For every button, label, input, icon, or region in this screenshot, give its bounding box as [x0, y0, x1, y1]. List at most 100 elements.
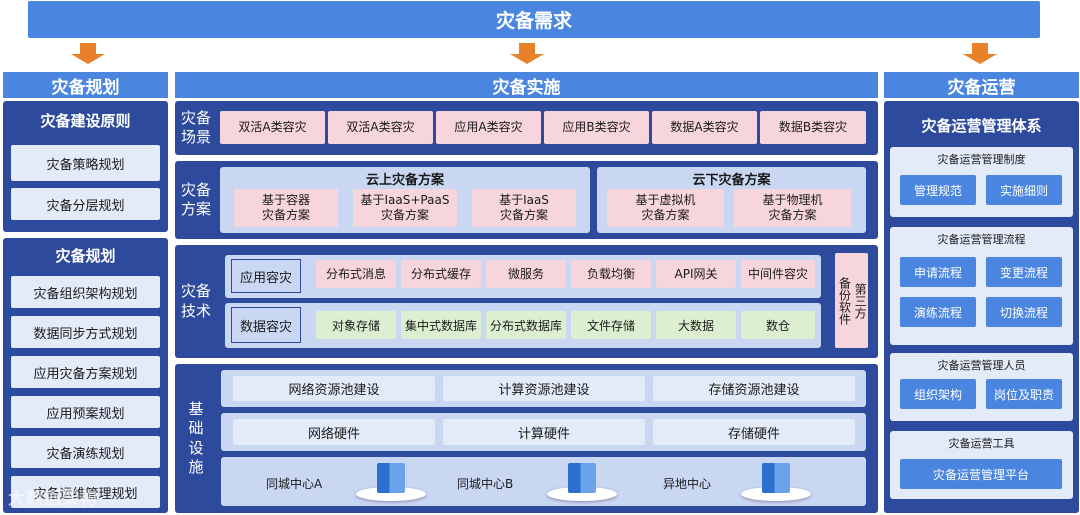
- building-icon: [377, 463, 405, 493]
- down-arrow-icon: [963, 43, 997, 64]
- plan-item: 数据同步方式规划: [11, 316, 160, 348]
- top-title-bar: 灾备需求: [28, 1, 1040, 38]
- principles-panel: 灾备建设原则 灾备策略规划 灾备分层规划: [3, 101, 168, 232]
- cloud-on-title: 云上灾备方案: [365, 172, 444, 188]
- column-header-label: 灾备规划: [51, 77, 120, 98]
- resource-pool-item: 计算资源池建设: [443, 376, 645, 401]
- cloud-on-item: 基于容器 灾备方案: [234, 189, 338, 227]
- hardware-item: 网络硬件: [233, 419, 435, 445]
- principles-title: 灾备建设原则: [40, 111, 131, 130]
- hardware-item: 存储硬件: [653, 419, 855, 445]
- app-dr-item: API网关: [656, 260, 736, 288]
- column-header-operation: 灾备运营: [884, 72, 1079, 98]
- cloud-on-item: 基于IaaS+PaaS 灾备方案: [353, 189, 457, 227]
- app-dr-item: 分布式消息: [316, 260, 396, 288]
- solution-label: 灾备 方案: [180, 180, 211, 219]
- app-dr-label: 应用容灾: [231, 259, 301, 293]
- process-item: 切换流程: [986, 297, 1062, 327]
- tools-item: 灾备运营管理平台: [900, 459, 1062, 489]
- resource-pool-item: 存储资源池建设: [653, 376, 855, 401]
- process-item: 变更流程: [986, 257, 1062, 287]
- top-title: 灾备需求: [495, 10, 572, 32]
- people-box: 灾备运营管理人员 组织架构 岗位及职责: [890, 353, 1073, 421]
- scenario-item: 数据A类容灾: [652, 111, 757, 144]
- scenario-item: 应用B类容灾: [544, 111, 649, 144]
- down-arrow-icon: [71, 43, 105, 64]
- process-box: 灾备运营管理流程 申请流程 变更流程 演练流程 切换流程: [890, 227, 1073, 345]
- app-dr-item: 微服务: [486, 260, 566, 288]
- data-dr-panel: 数据容灾 对象存储 集中式数据库 分布式数据库 文件存储 大数据 数仓: [225, 303, 821, 348]
- datacenter-label: 同城中心B: [457, 477, 514, 491]
- process-title: 灾备运营管理流程: [937, 233, 1026, 246]
- tech-label: 灾备 技术: [180, 282, 211, 320]
- principle-item: 灾备策略规划: [11, 145, 160, 181]
- platform-disk-icon: [741, 487, 811, 501]
- tech-panel: 灾备 技术 应用容灾 分布式消息 分布式缓存 微服务 负载均衡 API网关 中间…: [175, 245, 878, 358]
- data-dr-item: 对象存储: [316, 311, 396, 339]
- cloud-on-item: 基于IaaS 灾备方案: [472, 189, 576, 227]
- scenario-item: 双活A类容灾: [328, 111, 433, 144]
- solution-panel: 灾备 方案 云上灾备方案 基于容器 灾备方案 基于IaaS+PaaS 灾备方案 …: [175, 161, 878, 239]
- plan-item: 应用灾备方案规划: [11, 356, 160, 388]
- watermark: 大数据架构: [8, 489, 98, 509]
- platform-disk-icon: [547, 487, 617, 501]
- system-item: 管理规范: [900, 175, 976, 205]
- datacenter-label: 异地中心: [663, 477, 712, 491]
- operation-title: 灾备运营管理体系: [921, 116, 1042, 135]
- plan-item: 灾备组织架构规划: [11, 276, 160, 308]
- resource-pool-row: 网络资源池建设 计算资源池建设 存储资源池建设: [221, 370, 866, 407]
- tools-box: 灾备运营工具 灾备运营管理平台: [890, 431, 1073, 499]
- cloud-off-item: 基于物理机 灾备方案: [734, 189, 851, 227]
- process-item: 申请流程: [900, 257, 976, 287]
- app-dr-item: 分布式缓存: [401, 260, 481, 288]
- plan-item: 应用预案规划: [11, 396, 160, 428]
- principle-item: 灾备分层规划: [11, 188, 160, 220]
- plan-item: 灾备演练规划: [11, 436, 160, 468]
- operation-panel: 灾备运营管理体系 灾备运营管理制度 管理规范 实施细则 灾备运营管理流程 申请流…: [884, 101, 1079, 513]
- cloud-off-title: 云下灾备方案: [692, 172, 771, 188]
- resource-pool-item: 网络资源池建设: [233, 376, 435, 401]
- data-dr-item: 数仓: [741, 311, 815, 339]
- data-dr-item: 分布式数据库: [486, 311, 566, 339]
- platform-disk-icon: [356, 487, 426, 501]
- system-item: 实施细则: [986, 175, 1062, 205]
- plan-item: 灾备运维管理规划: [11, 476, 160, 508]
- scenario-item: 应用A类容灾: [436, 111, 541, 144]
- data-dr-item: 集中式数据库: [401, 311, 481, 339]
- people-item: 组织架构: [900, 379, 976, 409]
- scenario-panel: 灾备 场景 双活A类容灾 双活A类容灾 应用A类容灾 应用B类容灾 数据A类容灾…: [175, 101, 878, 155]
- data-dr-item: 文件存储: [571, 311, 651, 339]
- hardware-row: 网络硬件 计算硬件 存储硬件: [221, 413, 866, 451]
- scenario-item: 双活A类容灾: [220, 111, 325, 144]
- system-box: 灾备运营管理制度 管理规范 实施细则: [890, 147, 1073, 217]
- infra-label: 基 础 设 施: [188, 399, 204, 477]
- building-icon: [568, 463, 596, 493]
- app-dr-item: 中间件容灾: [741, 260, 815, 288]
- people-item: 岗位及职责: [986, 379, 1062, 409]
- people-title: 灾备运营管理人员: [937, 359, 1026, 372]
- column-header-implementation: 灾备实施: [175, 72, 878, 98]
- app-dr-panel: 应用容灾 分布式消息 分布式缓存 微服务 负载均衡 API网关 中间件容灾: [225, 255, 821, 298]
- data-dr-item: 大数据: [656, 311, 736, 339]
- system-title: 灾备运营管理制度: [937, 153, 1026, 166]
- down-arrow-icon: [510, 43, 544, 64]
- process-item: 演练流程: [900, 297, 976, 327]
- building-icon: [762, 463, 790, 493]
- datacenter-row: 同城中心A 同城中心B 异地中心: [221, 457, 866, 506]
- column-header-label: 灾备实施: [492, 77, 561, 98]
- cloud-on-panel: 云上灾备方案 基于容器 灾备方案 基于IaaS+PaaS 灾备方案 基于IaaS…: [220, 167, 590, 233]
- scenario-label: 灾备 场景: [180, 108, 211, 147]
- data-dr-label: 数据容灾: [231, 307, 301, 343]
- cloud-off-item: 基于虚拟机 灾备方案: [607, 189, 724, 227]
- tools-title: 灾备运营工具: [948, 437, 1015, 450]
- app-dr-item: 负载均衡: [571, 260, 651, 288]
- column-header-planning: 灾备规划: [3, 72, 168, 98]
- plan-panel: 灾备规划 灾备组织架构规划 数据同步方式规划 应用灾备方案规划 应用预案规划 灾…: [3, 238, 168, 513]
- plan-title: 灾备规划: [55, 246, 116, 265]
- hardware-item: 计算硬件: [443, 419, 645, 445]
- third-party-backup: 第三方 备份软件: [835, 253, 868, 348]
- cloud-off-panel: 云下灾备方案 基于虚拟机 灾备方案 基于物理机 灾备方案: [597, 167, 866, 233]
- datacenter-label: 同城中心A: [266, 477, 323, 491]
- column-header-label: 灾备运营: [947, 77, 1016, 98]
- scenario-item: 数据B类容灾: [760, 111, 866, 144]
